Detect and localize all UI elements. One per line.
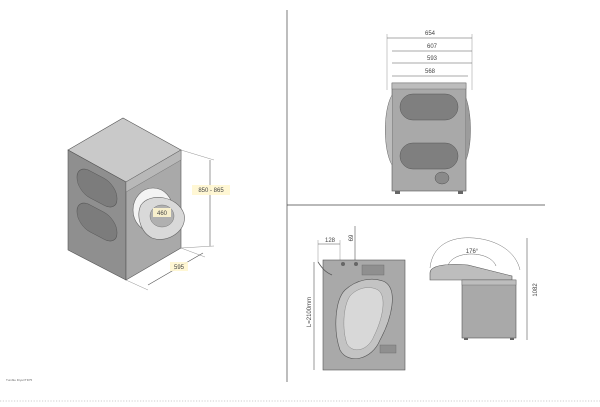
side-drum-inner [343, 287, 384, 351]
side-dim-hose: L=2100mm [307, 297, 313, 327]
front-inlet [434, 171, 450, 185]
door-body-top [461, 279, 517, 286]
iso-height-ext-top [180, 149, 215, 161]
side-connector-b [354, 262, 358, 266]
front-foot-right [458, 191, 463, 194]
iso-door-dim-highlight [153, 208, 171, 217]
iso-height-ext-bottom [180, 245, 215, 249]
front-view: 654 607 593 568 [385, 31, 473, 194]
iso-width-ext-left [125, 279, 149, 291]
side-vent-grille [361, 264, 385, 276]
front-dim-654: 654 [425, 31, 436, 37]
door-view: 176° 1082 [429, 237, 539, 340]
iso-width-label: 595 [174, 265, 185, 271]
side-vent-lower [379, 344, 397, 354]
front-dim-593: 593 [427, 56, 438, 62]
front-panel-lower [399, 142, 459, 170]
door-angle-arc [447, 253, 497, 267]
iso-height-label: 850 - 865 [198, 188, 224, 194]
front-top-strip [391, 82, 467, 90]
door-swing-arc [429, 237, 521, 271]
side-view: 128 69 L=2100mm [307, 226, 406, 371]
door-dim-1082: 1082 [533, 283, 539, 297]
front-dim-607: 607 [427, 44, 438, 50]
side-hose [317, 261, 333, 276]
front-dim-568: 568 [425, 69, 436, 75]
door-open-lid [429, 264, 513, 281]
front-panel-upper [399, 93, 459, 121]
side-connector-a [341, 262, 345, 266]
door-dim-angle: 176° [466, 249, 479, 255]
iso-side-panel-lower [76, 202, 118, 242]
iso-height-highlight [192, 185, 230, 195]
door-body [461, 279, 517, 339]
iso-control-panel [125, 149, 182, 193]
iso-width-highlight [170, 262, 188, 271]
front-foot-left [395, 191, 400, 194]
side-dim-128: 128 [325, 238, 336, 244]
side-dim-69: 69 [349, 234, 355, 241]
door-foot-right [510, 338, 514, 340]
iso-door-dim-label: 460 [157, 211, 168, 217]
door-foot-left [464, 338, 468, 340]
front-door-bulge [385, 94, 393, 166]
footer-caption: Tumble Dryer/TD75 [6, 378, 33, 382]
iso-width-ext-right [180, 247, 206, 258]
isometric-view: 460 850 - 865 595 [67, 117, 230, 291]
front-rear-bulge [465, 97, 471, 161]
iso-side-panel-upper [76, 168, 118, 208]
